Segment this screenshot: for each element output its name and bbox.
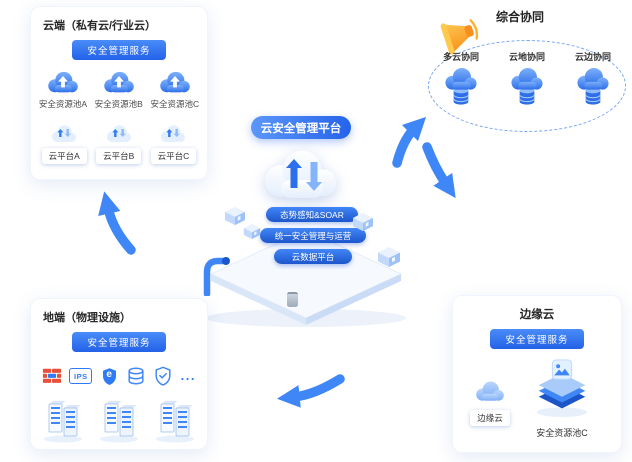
ground-security-service-badge: 安全管理服务 bbox=[72, 332, 166, 352]
cloud-platform-b: 云平台B bbox=[96, 124, 142, 164]
ips-label: IPS bbox=[69, 368, 93, 384]
cloud-platform-label: 云平台C bbox=[150, 148, 197, 164]
server-rack-icon bbox=[40, 395, 86, 443]
edge-panel: 边缘云 安全管理服务 边缘云 安全资源池C bbox=[452, 295, 622, 453]
chimney-icon bbox=[287, 292, 298, 307]
resource-pool-stack-icon bbox=[529, 358, 595, 418]
cloud-panel-title: 云端（私有云/行业云） bbox=[43, 20, 157, 32]
ground-panel-title: 地端（物理设施） bbox=[43, 312, 131, 324]
collab-item-multicloud: 多云协同 bbox=[442, 50, 480, 108]
cloud-sync-icon bbox=[49, 124, 79, 144]
security-device-row: IPS e ... bbox=[31, 365, 207, 387]
resource-pool-c: 安全资源池C bbox=[150, 70, 200, 110]
resource-pool-row: 安全资源池A 安全资源池B 安全资源池C bbox=[31, 70, 207, 110]
isometric-platform bbox=[206, 229, 406, 327]
edge-cloud-label: 边缘云 bbox=[470, 410, 510, 426]
edge-pool-label: 安全资源池C bbox=[536, 428, 588, 438]
cloud-sync-icon bbox=[158, 124, 188, 144]
resource-pool-label: 安全资源池A bbox=[38, 99, 87, 109]
cloud-sync-icon bbox=[257, 144, 345, 202]
cloud-platform-label: 云平台A bbox=[41, 148, 87, 164]
arrow-collab-to-edge bbox=[422, 142, 456, 199]
collab-item-label: 云边协同 bbox=[574, 52, 611, 62]
building-icon bbox=[377, 246, 401, 268]
firewall-icon bbox=[42, 366, 62, 386]
cloud-security-service-badge: 安全管理服务 bbox=[72, 40, 166, 60]
collab-title: 综合协同 bbox=[496, 10, 545, 24]
resource-pool-b: 安全资源池B bbox=[95, 70, 143, 110]
antivirus-letter: e bbox=[106, 368, 112, 380]
collab-items: 多云协同 云地协同 云边协同 bbox=[430, 50, 624, 108]
resource-pool-label: 安全资源池C bbox=[150, 99, 200, 109]
cloud-database-icon bbox=[442, 66, 480, 108]
cloud-database-icon bbox=[508, 66, 546, 108]
server-rack-icon bbox=[152, 395, 198, 443]
layer-cloud-data: 云数据平台 bbox=[274, 249, 352, 264]
shield-icon bbox=[153, 366, 173, 386]
ground-panel: 地端（物理设施） 安全管理服务 IPS e ... bbox=[30, 298, 208, 450]
edge-cloud-item: 边缘云 bbox=[463, 380, 517, 426]
cloud-icon bbox=[473, 380, 507, 403]
server-rack-icon bbox=[96, 395, 142, 443]
building-icon bbox=[352, 212, 374, 232]
database-audit-icon bbox=[126, 366, 146, 386]
arrow-edge-to-ground bbox=[276, 374, 345, 408]
platform-title: 云安全管理平台 bbox=[251, 116, 351, 139]
cloud-platform-c: 云平台C bbox=[150, 124, 197, 164]
arrow-ground-to-cloud bbox=[98, 191, 136, 255]
resource-pool-label: 安全资源池B bbox=[94, 99, 143, 109]
server-rack-row bbox=[31, 395, 207, 443]
cloud-platform-row: 云平台A 云平台B 云平台C bbox=[31, 124, 207, 164]
cloud-sync-icon bbox=[104, 124, 134, 144]
cloud-upload-icon bbox=[157, 70, 193, 95]
collab-dashed-ellipse bbox=[428, 40, 626, 132]
cloud-upload-icon bbox=[45, 70, 81, 95]
cloud-platform-label: 云平台B bbox=[96, 148, 142, 164]
edge-panel-title: 边缘云 bbox=[519, 309, 555, 321]
building-icon bbox=[243, 223, 261, 240]
collab-item-label: 多云协同 bbox=[442, 52, 479, 62]
layer-soar: 态势感知&SOAR bbox=[266, 207, 358, 222]
collab-item-cloud-ground: 云地协同 bbox=[508, 50, 546, 108]
cloud-platform-a: 云平台A bbox=[41, 124, 87, 164]
resource-pool-a: 安全资源池A bbox=[39, 70, 87, 110]
cloud-upload-icon bbox=[101, 70, 137, 95]
antivirus-shield-icon: e bbox=[100, 366, 119, 387]
arrow-center-to-collab bbox=[392, 116, 427, 168]
collab-item-label: 云地协同 bbox=[508, 52, 545, 62]
more-icon: ... bbox=[180, 368, 196, 383]
pipe-icon bbox=[199, 252, 231, 296]
collab-item-cloud-edge: 云边协同 bbox=[574, 50, 612, 108]
layer-unified-security: 统一安全管理与运营 bbox=[260, 228, 366, 243]
cloud-panel: 云端（私有云/行业云） 安全管理服务 安全资源池A 安全资源池B 安全资源池C … bbox=[30, 6, 208, 180]
ips-icon: IPS bbox=[69, 368, 93, 384]
edge-security-service-badge: 安全管理服务 bbox=[490, 329, 584, 349]
cloud-database-icon bbox=[574, 66, 612, 108]
